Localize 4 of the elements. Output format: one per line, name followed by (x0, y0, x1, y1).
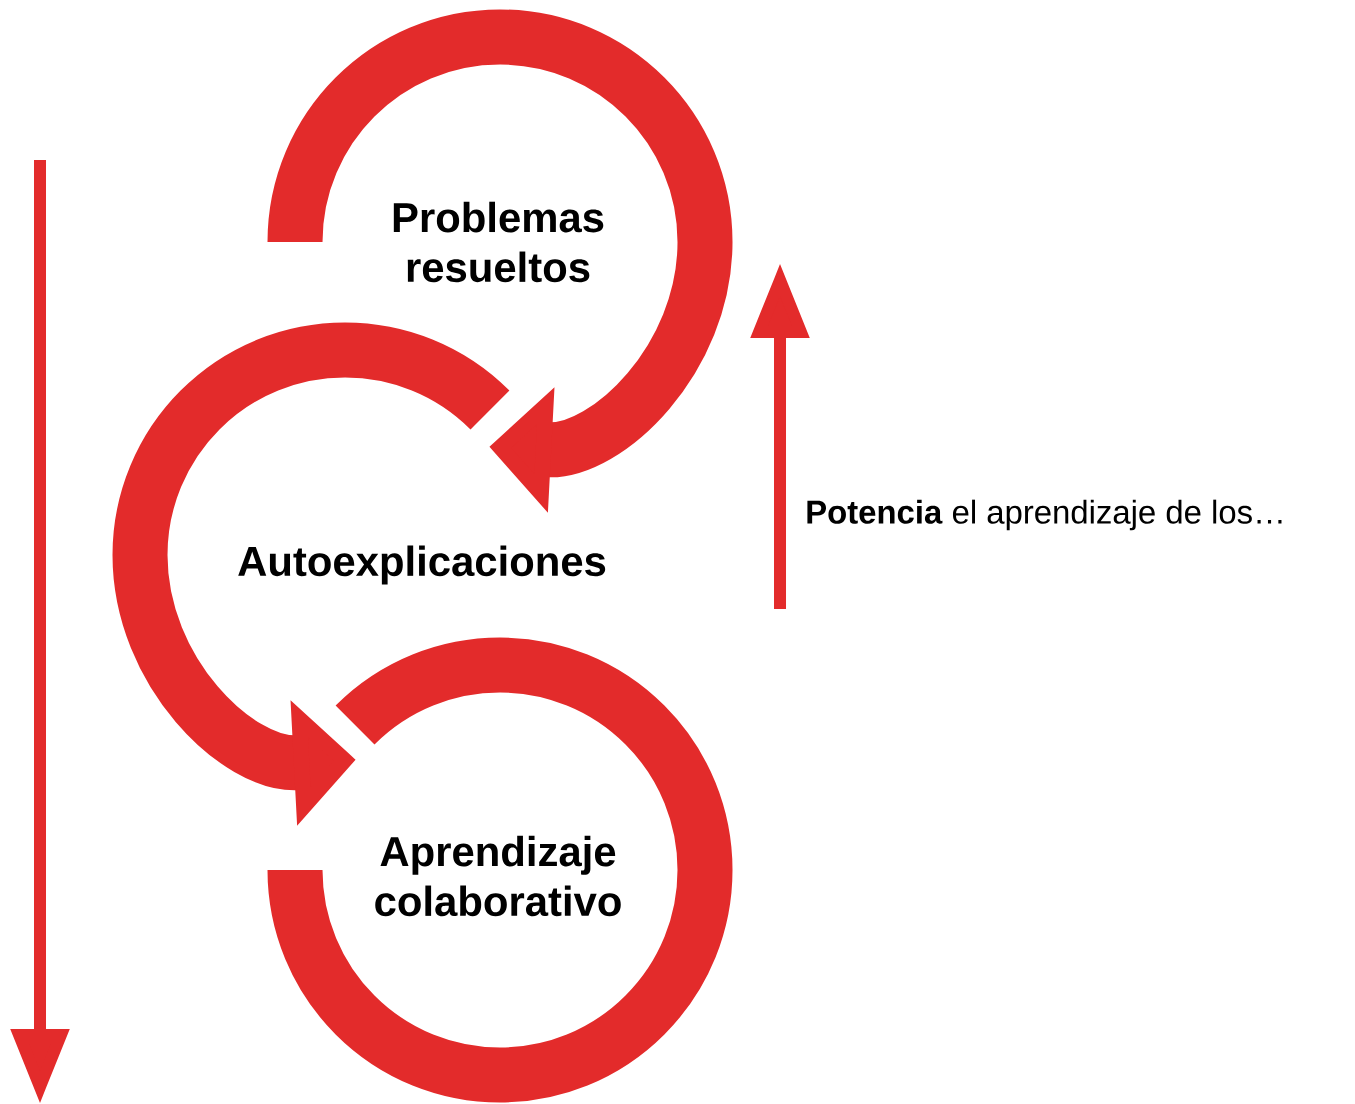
ring-node: Autoexplicaciones (112, 322, 606, 585)
ring-node: Problemas resueltos (267, 9, 733, 283)
ring-node: Aprendizaje colaborativo (267, 637, 733, 1103)
side-note: Potencia el aprendizaje de los… (807, 499, 1282, 531)
